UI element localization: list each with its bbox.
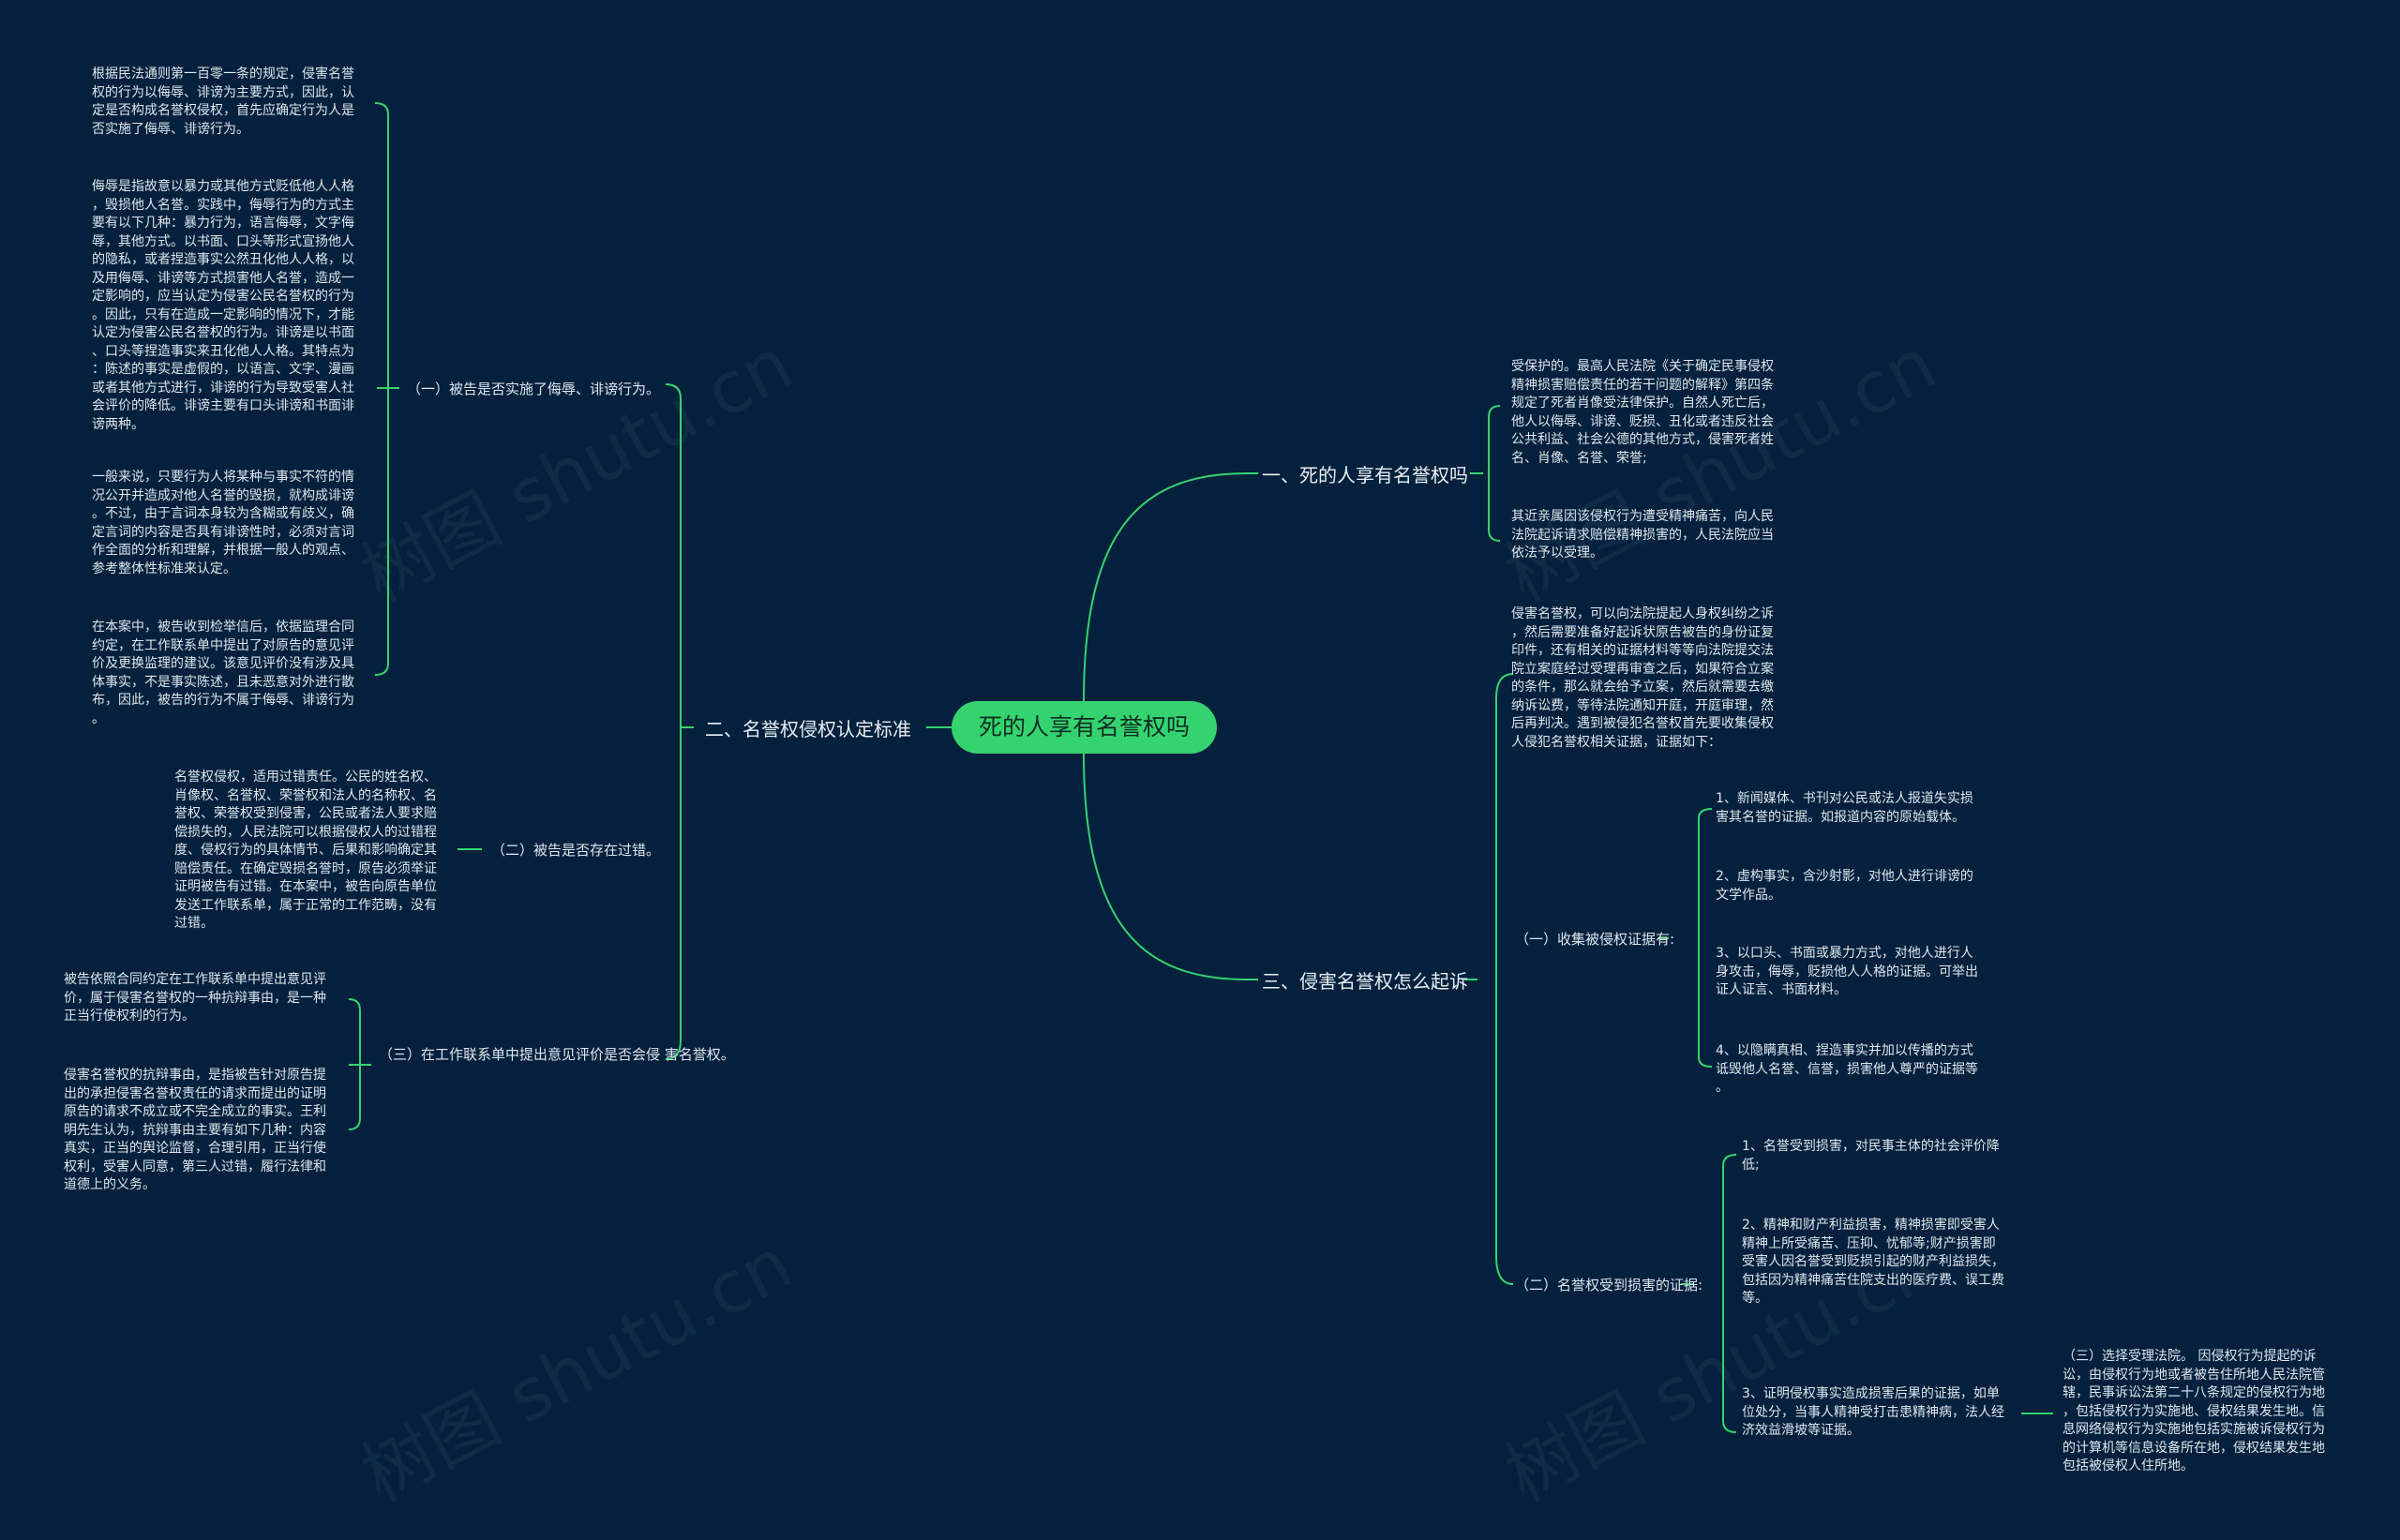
b3-sub2-extra: （三）选择受理法院。 因侵权行为提起的诉 讼，由侵权行为地或者被告住所地人民法院… [2062, 1349, 2325, 1473]
b2-sub2-leaf-1: 名誉权侵权，适用过错责任。公民的姓名权、 肖像权、名誉权、荣誉权和法人的名称权、… [174, 770, 437, 931]
b3-sub2-label[interactable]: （二）名誉权受到损害的证据: [1515, 1277, 1703, 1293]
branch-1-title[interactable]: 一、死的人享有名誉权吗 [1262, 464, 1468, 486]
b2-sub3-leaf-1: 被告依照合同约定在工作联系单中提出意见评 价，属于侵害名誉权的一种抗辩事由，是一… [64, 972, 326, 1024]
b3-intro: 侵害名誉权，可以向法院提起人身权纠纷之诉 ，然后需要准备好起诉状原告被告的身份证… [1511, 606, 1774, 750]
b3-sub1-leaf-3: 3、以口头、书面或暴力方式，对他人进行人 身攻击，侮辱，贬损他人人格的证据。可举… [1716, 946, 1978, 997]
b1-leaf-2: 其近亲属因该侵权行为遭受精神痛苦，向人民 法院起诉请求赔偿精神损害的，人民法院应… [1511, 509, 1774, 561]
b3-sub1-leaf-1: 1、新闻媒体、书刊对公民或法人报道失实损 害其名誉的证据。如报道内容的原始载体。 [1716, 791, 1973, 825]
b2-sub3-leaf-2: 侵害名誉权的抗辩事由，是指被告针对原告提 出的承担侵害名誉权责任的请求而提出的证… [64, 1068, 326, 1192]
b2-sub3-label[interactable]: （三）在工作联系单中提出意见评价是否会侵 害名誉权。 [379, 1046, 735, 1063]
link-root-b3 [1083, 753, 1248, 980]
b3-sub1-leaf-4: 4、以隐瞒真相、捏造事实并加以传播的方式 诋毁他人名誉、信誉，损害他人尊严的证据… [1716, 1043, 1978, 1095]
b3-sub2-leaf-3: 3、证明侵权事实造成损害后果的证据，如单 位处分，当事人精神受打击患精神病，法人… [1742, 1386, 2004, 1438]
b2-sub2-label[interactable]: （二）被告是否存在过错。 [491, 842, 661, 859]
branch-2-title[interactable]: 二、名誉权侵权认定标准 [705, 718, 911, 740]
b3-sub2-leaf-2: 2、精神和财产利益损害，精神损害即受害人 精神上所受痛苦、压抑、忧郁等;财产损害… [1742, 1218, 2004, 1306]
b2-sub1-leaf-2: 侮辱是指故意以暴力或其他方式贬低他人人格 ，毁损他人名誉。实践中，侮辱行为的方式… [92, 179, 354, 432]
b3-sub1-leaf-2: 2、虚构事实，含沙射影，对他人进行诽谤的 文学作品。 [1716, 869, 1973, 903]
root-node[interactable]: 死的人享有名誉权吗 [952, 701, 1217, 754]
b2-sub1-leaf-3: 一般来说，只要行为人将某种与事实不符的情 况公开并造成对他人名誉的毁损，就构成诽… [92, 470, 354, 576]
b2-sub1-leaf-1: 根据民法通则第一百零一条的规定，侵害名誉 权的行为以侮辱、诽谤为主要方式，因此，… [92, 67, 354, 137]
b2-sub1-label[interactable]: （一）被告是否实施了侮辱、诽谤行为。 [407, 381, 661, 397]
link-root-b1 [1083, 472, 1248, 702]
b3-sub2-leaf-1: 1、名誉受到损害，对民事主体的社会评价降 低; [1742, 1139, 2000, 1173]
branch-3-title[interactable]: 三、侵害名誉权怎么起诉 [1262, 970, 1468, 993]
b2-sub1-leaf-4: 在本案中，被告收到检举信后，依据监理合同 约定，在工作联系单中提出了对原告的意见… [92, 620, 354, 726]
b1-leaf-1: 受保护的。最高人民法院《关于确定民事侵权 精神损害赔偿责任的若干问题的解释》第四… [1511, 359, 1774, 466]
b3-sub1-label[interactable]: （一）收集被侵权证据有: [1515, 931, 1675, 948]
